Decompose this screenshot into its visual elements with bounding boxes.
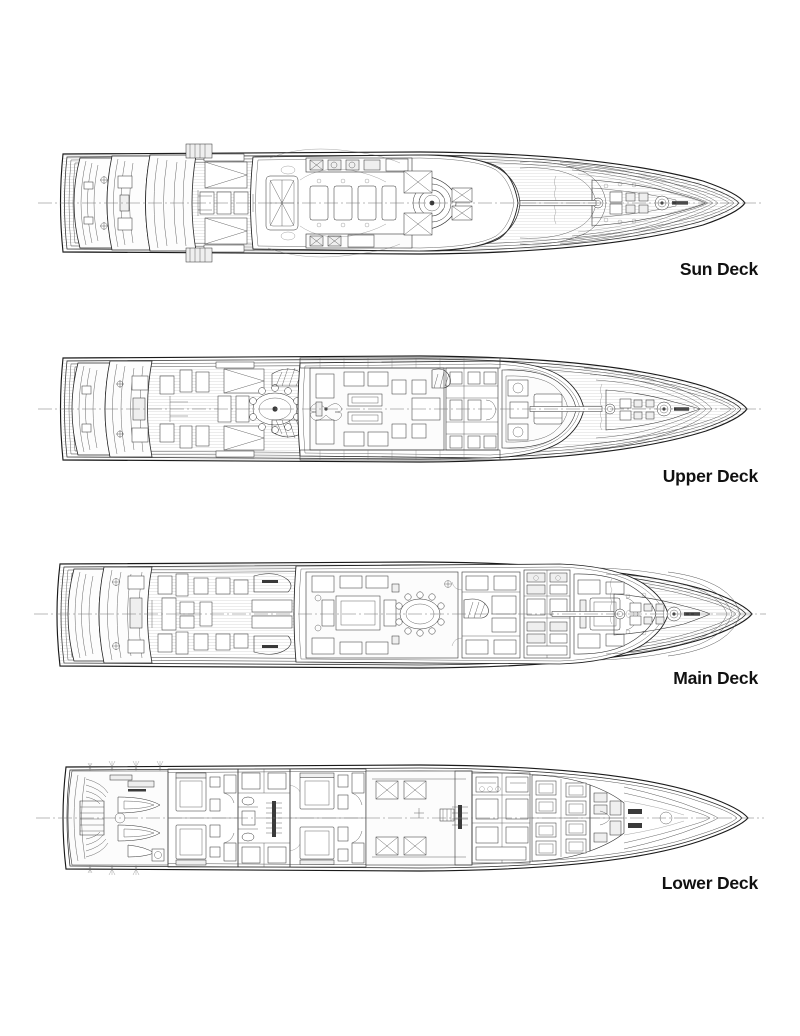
lower-deck-drawing	[0, 745, 800, 893]
upper-deck-svg	[38, 355, 762, 463]
lower-deck-crew-cabins	[531, 774, 642, 862]
main-deck-aft-seating	[157, 573, 293, 655]
main-deck-svg	[34, 561, 766, 669]
deck-label-sun-deck: Sun Deck	[679, 259, 758, 279]
sun-deck-circular-lounge	[403, 170, 473, 236]
deck-section-sun-deck: Sun Deck	[0, 128, 800, 279]
upper-deck-drawing	[0, 336, 800, 484]
lower-deck-crew-mess	[452, 772, 531, 864]
lower-deck-beach-club	[67, 760, 169, 876]
deck-section-main-deck: Main Deck	[0, 540, 800, 690]
sun-deck-svg	[38, 143, 762, 263]
upper-deck-wheelhouse	[501, 368, 577, 450]
main-deck-lobby-stair	[451, 571, 521, 659]
upper-deck-side-rooms	[299, 357, 501, 461]
main-deck-galley	[523, 569, 571, 659]
lower-deck-bathrooms	[237, 768, 303, 868]
lower-deck-svg	[36, 760, 764, 876]
main-deck-saloon	[305, 571, 459, 659]
main-deck-aft-platform	[67, 566, 153, 664]
sun-deck-bar	[305, 157, 413, 249]
deck-label-upper-deck: Upper Deck	[662, 466, 758, 486]
deck-section-lower-deck: Lower Deck	[0, 745, 800, 893]
sun-deck-mast-block	[185, 143, 213, 263]
lower-deck-guest-cabins-aft	[167, 768, 239, 868]
main-deck-drawing	[0, 540, 800, 690]
deck-section-upper-deck: Upper Deck	[0, 336, 800, 486]
upper-deck-aft-lounge	[159, 361, 265, 458]
sun-deck-drawing	[0, 128, 800, 278]
lower-deck-guest-cabins-mid	[289, 768, 367, 868]
sun-deck-davit-curves	[267, 148, 401, 258]
sun-deck-loungers	[199, 153, 249, 253]
deck-label-lower-deck: Lower Deck	[661, 873, 758, 893]
deck-label-main-deck: Main Deck	[673, 668, 758, 688]
